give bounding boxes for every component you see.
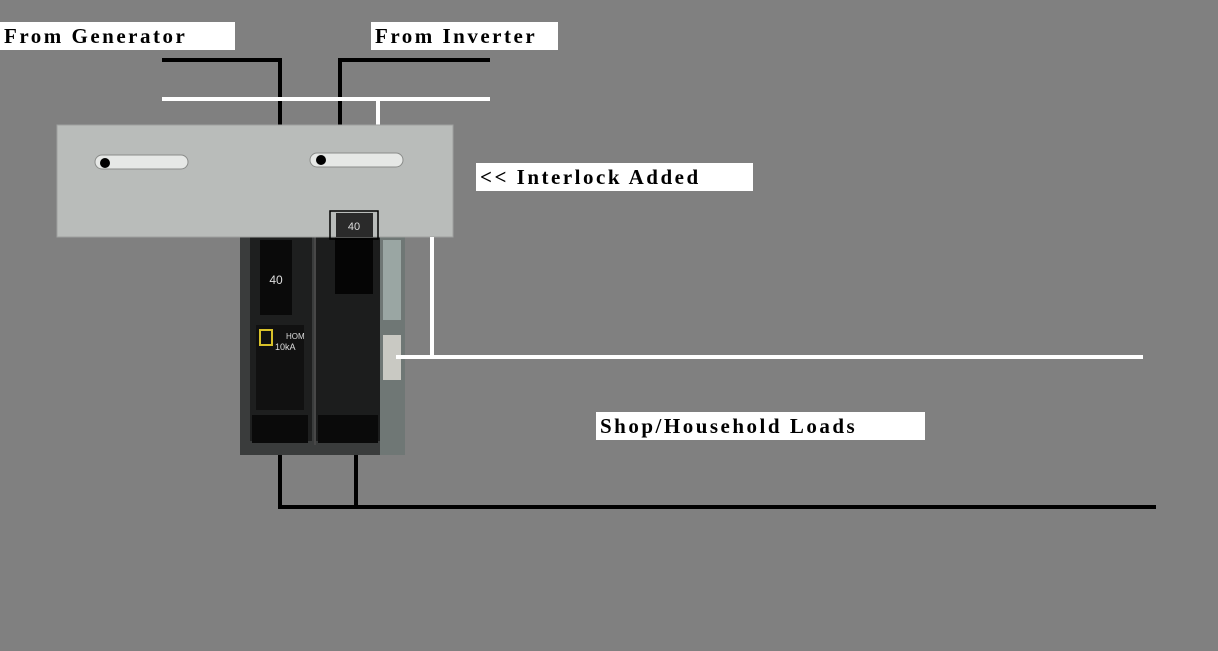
- label-shop-household-loads: Shop/Household Loads: [596, 412, 925, 440]
- breaker-interrupt-rating: 10kA: [275, 342, 296, 352]
- breaker-type: HOM: [286, 332, 305, 341]
- label-interlock-added: << Interlock Added: [476, 163, 753, 191]
- slot-bolt-right: [316, 155, 326, 165]
- inverter-wire: [338, 58, 490, 126]
- left-breaker-rating: 40: [269, 273, 283, 287]
- interlock-plate: 40: [56, 124, 454, 240]
- right-breaker-handle: [335, 236, 373, 294]
- left-breaker-handle: [260, 240, 292, 315]
- generator-wire: [162, 58, 282, 126]
- label-from-inverter: From Inverter: [371, 22, 558, 50]
- right-breaker-rating: 40: [348, 221, 360, 233]
- breaker-pair: 40 HOM 10kA: [240, 236, 405, 455]
- label-from-generator: From Generator: [0, 22, 235, 50]
- slot-bolt-left: [100, 158, 110, 168]
- hot-load-wire: [278, 455, 1156, 509]
- neutral-load-wire: [430, 237, 1143, 359]
